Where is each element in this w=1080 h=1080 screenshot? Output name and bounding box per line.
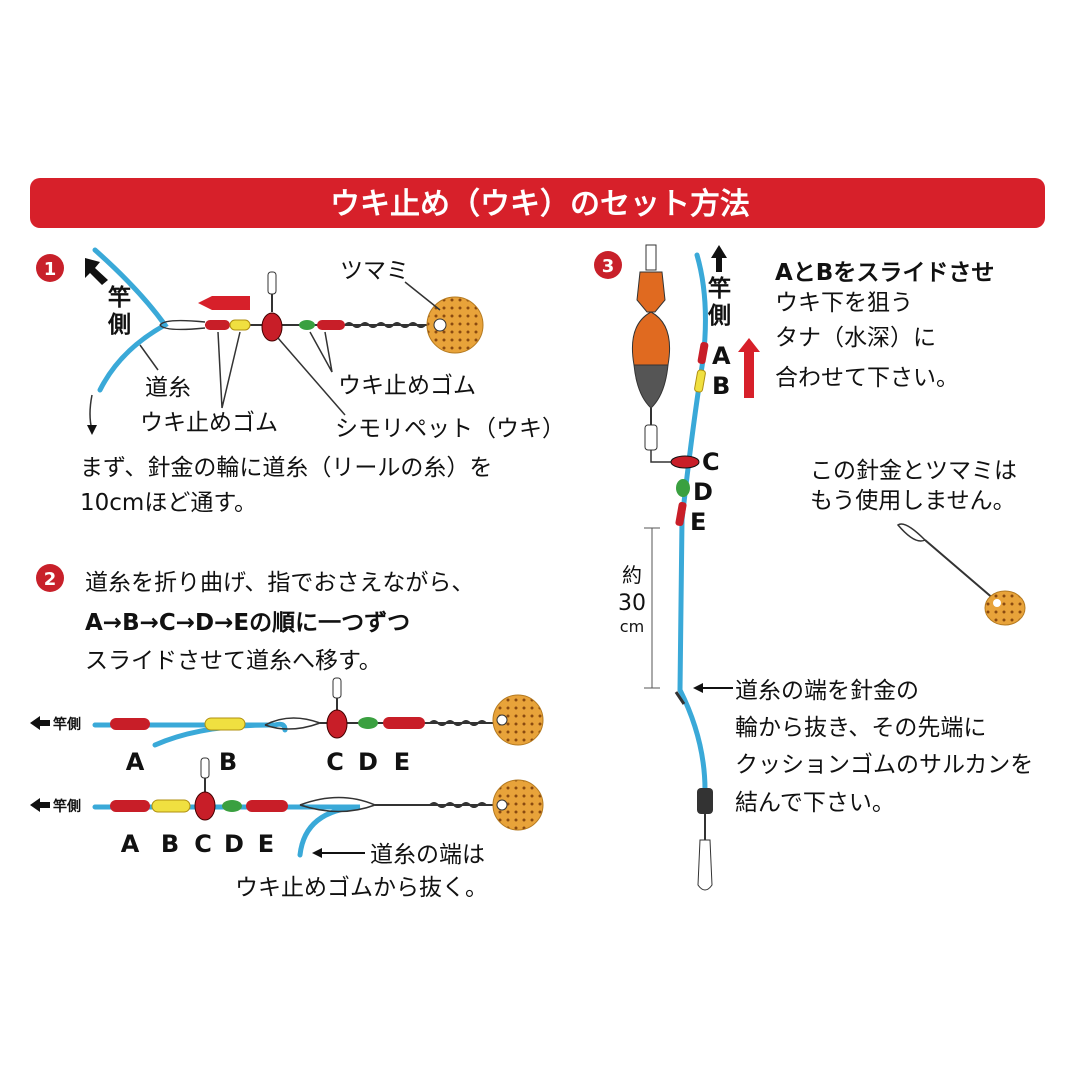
arrow-up-icon [711,245,727,272]
instruction-text: 10cmほど通す。 [80,490,257,516]
float-c [670,455,700,469]
tsumami-knob [492,779,544,831]
instruction-text: まず、針金の輪に道糸（リールの糸）を [80,455,492,481]
rod-side-label: 竿 [108,284,131,311]
label-a: A [712,342,731,370]
arrow-down-icon [89,394,93,431]
label-d: D [693,478,713,506]
float-c [326,709,348,739]
stopper-bead-green [299,320,315,330]
label-e: E [394,748,410,776]
label-b: B [219,748,237,776]
label-b: B [712,372,730,400]
bead-d [676,479,690,497]
arrow-left-icon [30,716,50,730]
stopper-bead-yellow [229,319,251,331]
wire-loop [159,319,206,331]
spiral-wire [344,322,426,328]
step-number-badge [36,254,64,282]
rod-side-label: 竿 [708,275,731,302]
label-d: D [224,830,244,858]
instruction-text: 道糸を折り曲げ、指でおさえながら、 [85,570,474,596]
arrow-up-icon [738,338,760,398]
note-text: 輪から抜き、その先端に [735,715,986,741]
label-b: B [161,830,179,858]
shimori-label: シモリペット（ウキ） [335,416,565,442]
distance-value: 30 [618,591,646,616]
instruction-text: タナ（水深）に [775,325,936,351]
note-text: この針金とツマミは [810,458,1017,484]
shimori-float [261,312,283,342]
label-a: A [121,830,140,858]
stopper-bead-red [317,320,345,330]
distance-marker: 約 30 cm [618,527,660,689]
bead-a [697,341,709,365]
bead-e [383,717,425,729]
line-label: 道糸 [145,375,191,401]
tsumami-knob [984,590,1026,626]
label-c: C [326,748,344,776]
arrow-left-icon [198,296,250,310]
note-text: 結んで下さい。 [735,790,895,816]
label-c: C [194,830,212,858]
snap-swivel [697,839,713,891]
stopper-bead-red [205,320,230,330]
wire-loop [896,523,927,542]
note-text: クッションゴムのサルカンを [735,752,1033,778]
tsumami-label: ツマミ [340,258,409,284]
instruction-text: AとBをスライドさせ [775,260,994,286]
bead-b [694,369,706,393]
note-text: ウキ止めゴムから抜く。 [235,875,488,901]
label-e: E [690,508,706,536]
page-title: ウキ止め（ウキ）のセット方法 [330,187,750,222]
fishing-line [677,252,708,793]
bead-e [675,501,687,527]
bead-b [204,717,246,731]
distance-unit: cm [620,617,644,636]
arrow-up-left-icon [85,258,108,285]
note-text: 道糸の端を針金の [735,678,919,704]
cushion-rubber [697,788,713,814]
step-1: 1 竿 側 ツマミ 道糸 ウキ止めゴム ウキ止めゴム シモリペット（ウキ） まず… [36,247,565,516]
float [631,244,680,463]
note-text: 道糸の端は [370,842,485,868]
tsumami-knob [492,694,544,746]
step-2: 2 道糸を折り曲げ、指でおさえながら、 A→B→C→D→Eの順に一つずつ スライ… [30,564,544,901]
step-3: 3 A B C D E 竿 側 AとBをスライドさせ ウキ下を狙う タナ（水深）… [594,244,1033,891]
stopper-label: ウキ止めゴム [338,373,476,399]
label-e: E [258,830,274,858]
title-banner: ウキ止め（ウキ）のセット方法 [30,178,1045,228]
stopper-label: ウキ止めゴム [140,410,278,436]
instruction-text: ウキ下を狙う [775,290,913,316]
step-number: 1 [44,259,57,280]
rod-side-label: 竿側 [52,716,81,733]
note-text: もう使用しません。 [810,488,1016,514]
fishing-line [92,247,169,393]
distance-label: 約 [622,563,642,587]
step-number: 2 [44,569,57,590]
rod-side-label: 側 [107,312,131,338]
instruction-text: A→B→C→D→Eの順に一つずつ [85,610,410,636]
arrow-left-icon [30,798,50,812]
rod-side-label: 竿側 [52,798,81,815]
label-c: C [702,448,720,476]
rod-side-label: 側 [707,303,731,329]
instruction-text: 合わせて下さい。 [775,365,959,391]
swivel [267,271,277,295]
bead-a [110,718,150,730]
tsumami-knob [426,296,484,354]
bead-d [358,717,378,729]
label-a: A [126,748,145,776]
instruction-text: スライドさせて道糸へ移す。 [85,648,382,674]
label-d: D [358,748,378,776]
step-number: 3 [602,256,615,277]
